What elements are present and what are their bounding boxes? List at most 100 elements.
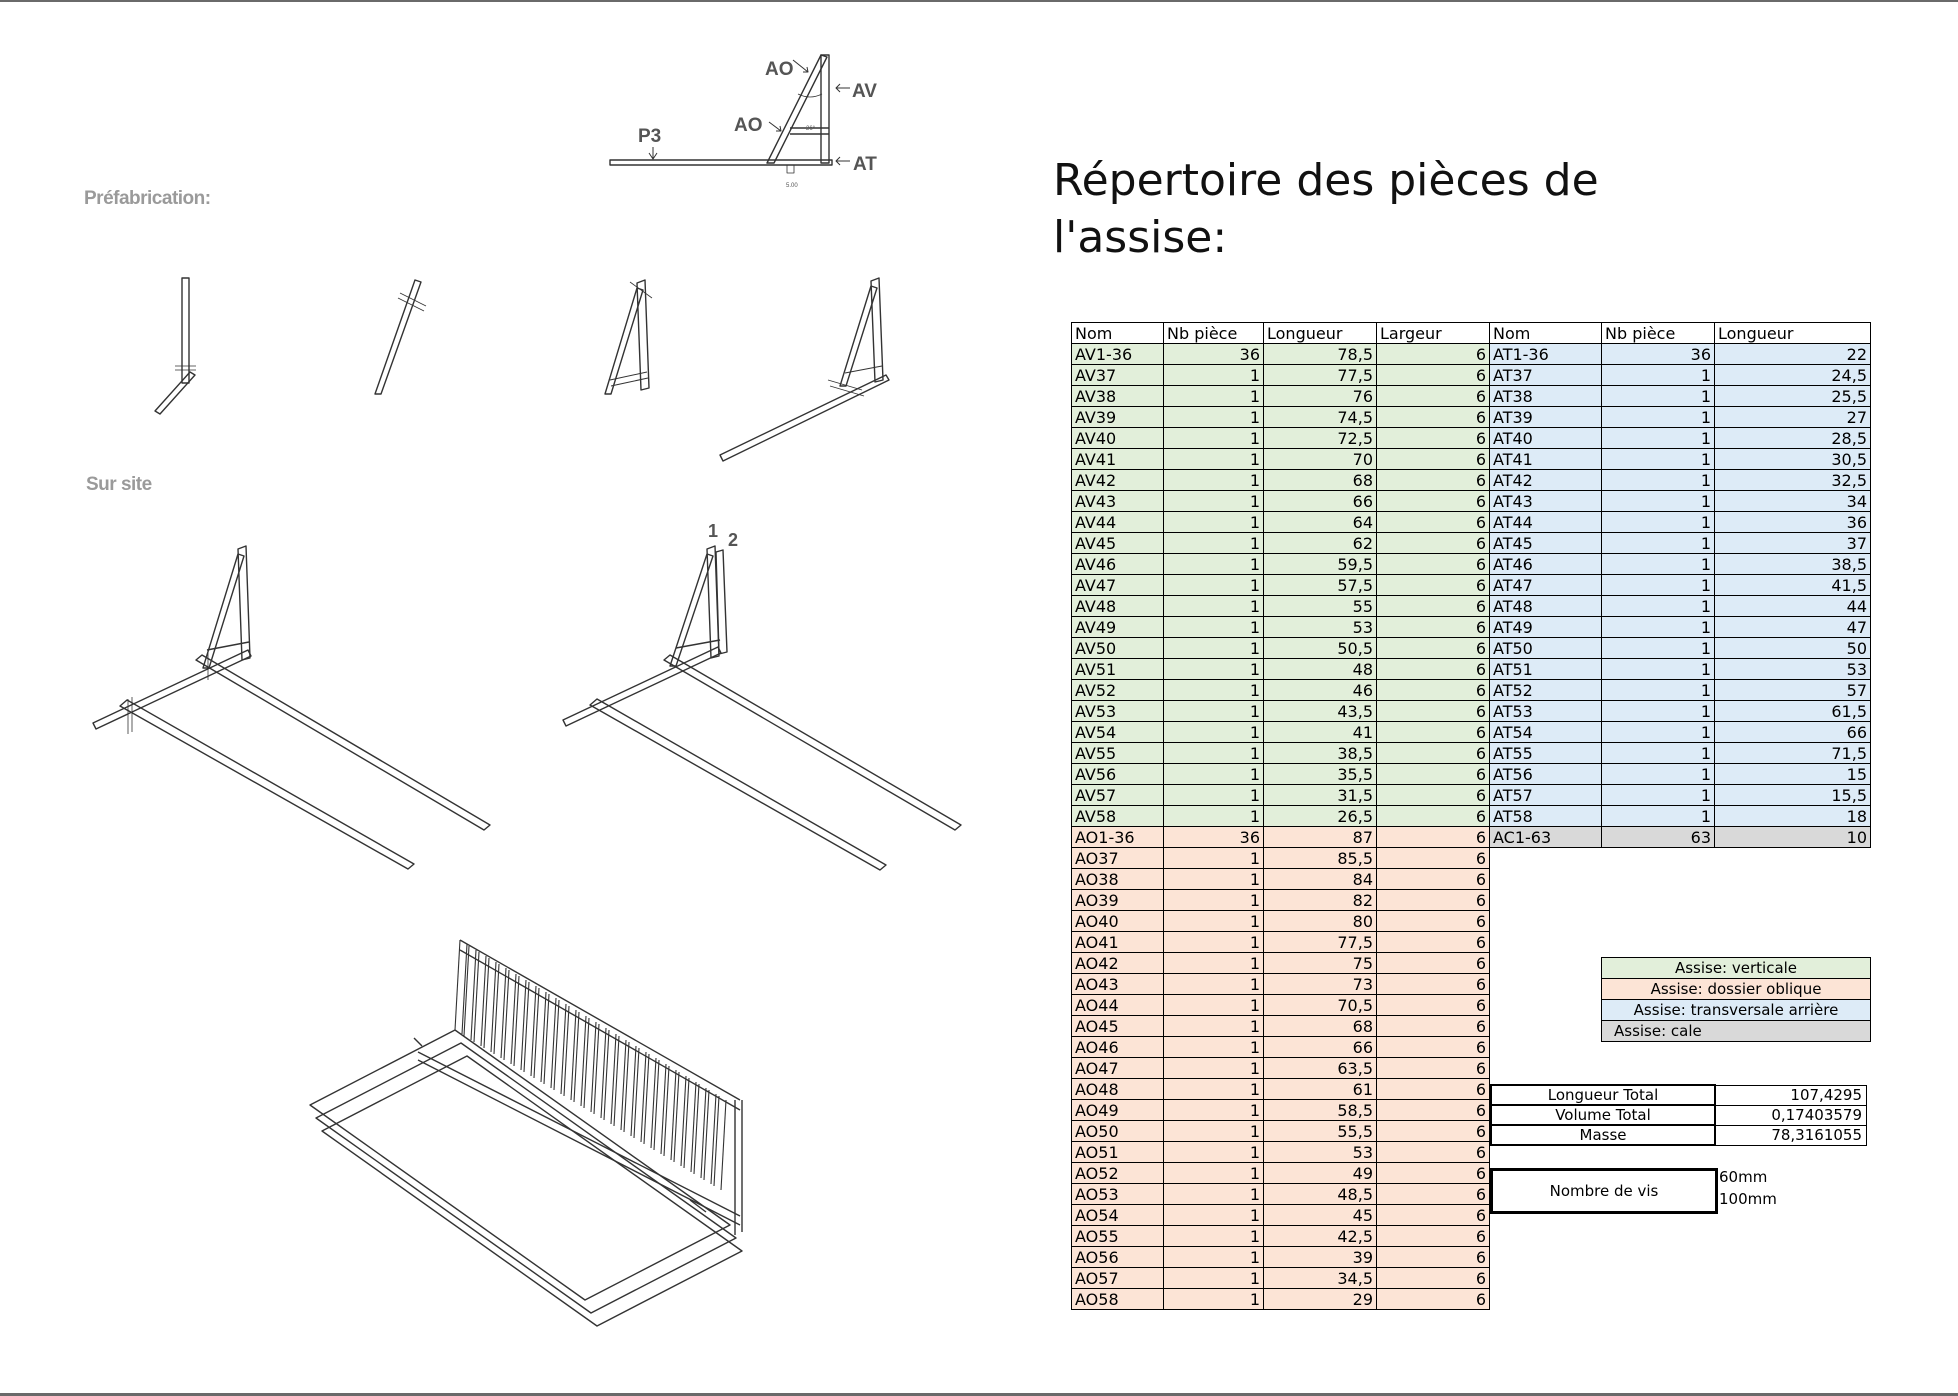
table-cell: 6 bbox=[1376, 1225, 1490, 1247]
table-cell: AT41 bbox=[1489, 448, 1602, 470]
table-cell: 46 bbox=[1263, 679, 1377, 701]
table-cell: 6 bbox=[1376, 1183, 1490, 1205]
table-cell: 59,5 bbox=[1263, 553, 1377, 575]
table-cell: AV57 bbox=[1071, 784, 1164, 806]
table-cell: AT1-36 bbox=[1489, 343, 1602, 365]
table-cell: AV44 bbox=[1071, 511, 1164, 533]
profile-diagram bbox=[609, 54, 850, 174]
table-cell: 36 bbox=[1601, 343, 1715, 365]
table-blank bbox=[1489, 931, 1871, 953]
table-cell: 6 bbox=[1376, 1015, 1490, 1037]
table-cell: 6 bbox=[1376, 910, 1490, 932]
table-cell: 53 bbox=[1263, 1141, 1377, 1163]
label-small-angle: 26° bbox=[806, 126, 816, 132]
table-cell: 1 bbox=[1163, 1204, 1264, 1226]
table-cell: 1 bbox=[1163, 1162, 1264, 1184]
table-cell: 6 bbox=[1376, 721, 1490, 743]
summary-row: Volume Total 0,17403579 bbox=[1490, 1104, 1867, 1126]
table-cell: AV39 bbox=[1071, 406, 1164, 428]
table-cell: 41,5 bbox=[1714, 574, 1871, 596]
table-cell: AV52 bbox=[1071, 679, 1164, 701]
table-cell: 6 bbox=[1376, 994, 1490, 1016]
legend-item: Assise: verticale bbox=[1601, 957, 1871, 979]
table-cell: AT47 bbox=[1489, 574, 1602, 596]
table-cell: AT52 bbox=[1489, 679, 1602, 701]
table-cell: AV46 bbox=[1071, 553, 1164, 575]
table-cell: 1 bbox=[1601, 658, 1715, 680]
column-header: Longueur bbox=[1263, 322, 1377, 344]
table-cell: 63,5 bbox=[1263, 1057, 1377, 1079]
prefab-label: Préfabrication: bbox=[84, 188, 211, 209]
table-cell: AT43 bbox=[1489, 490, 1602, 512]
table-cell: AT53 bbox=[1489, 700, 1602, 722]
table-cell: 71,5 bbox=[1714, 742, 1871, 764]
table-cell: 6 bbox=[1376, 364, 1490, 386]
table-cell: 1 bbox=[1163, 1015, 1264, 1037]
table-cell: 73 bbox=[1263, 973, 1377, 995]
onsite-label: Sur site bbox=[86, 474, 152, 495]
table-cell: 1 bbox=[1163, 1120, 1264, 1142]
table-cell: AO1-36 bbox=[1071, 826, 1164, 848]
table-blank bbox=[1489, 1288, 1871, 1310]
table-cell: 1 bbox=[1163, 700, 1264, 722]
table-cell: 6 bbox=[1376, 469, 1490, 491]
column-header: Largeur bbox=[1376, 322, 1490, 344]
table-cell: AT39 bbox=[1489, 406, 1602, 428]
table-cell: 1 bbox=[1601, 469, 1715, 491]
summary-label: Masse bbox=[1490, 1124, 1716, 1146]
table-cell: 43,5 bbox=[1263, 700, 1377, 722]
table-cell: 6 bbox=[1376, 1057, 1490, 1079]
table-cell: AV40 bbox=[1071, 427, 1164, 449]
table-cell: AO37 bbox=[1071, 847, 1164, 869]
table-cell: 42,5 bbox=[1263, 1225, 1377, 1247]
table-cell: AT46 bbox=[1489, 553, 1602, 575]
label-at: AT bbox=[853, 154, 877, 175]
table-blank bbox=[1489, 868, 1871, 890]
legend-item: Assise: cale bbox=[1601, 1020, 1871, 1042]
table-blank bbox=[1489, 1162, 1871, 1184]
table-cell: AT45 bbox=[1489, 532, 1602, 554]
table-cell: 31,5 bbox=[1263, 784, 1377, 806]
table-cell: 39 bbox=[1263, 1246, 1377, 1268]
column-header: Longueur bbox=[1714, 322, 1871, 344]
table-cell: 6 bbox=[1376, 952, 1490, 974]
table-cell: AV53 bbox=[1071, 700, 1164, 722]
table-cell: 58,5 bbox=[1263, 1099, 1377, 1121]
table-cell: 1 bbox=[1163, 679, 1264, 701]
prefab-step-4 bbox=[719, 277, 890, 462]
column-header: Nb pièce bbox=[1601, 322, 1715, 344]
table-cell: 1 bbox=[1601, 448, 1715, 470]
table-cell: AV37 bbox=[1071, 364, 1164, 386]
table-cell: AO58 bbox=[1071, 1288, 1164, 1310]
table-cell: 6 bbox=[1376, 343, 1490, 365]
table-cell: 78,5 bbox=[1263, 343, 1377, 365]
table-cell: 1 bbox=[1601, 553, 1715, 575]
table-cell: 36 bbox=[1163, 343, 1264, 365]
table-cell: 6 bbox=[1376, 1162, 1490, 1184]
table-cell: 25,5 bbox=[1714, 385, 1871, 407]
table-cell: 22 bbox=[1714, 343, 1871, 365]
legend-item: Assise: dossier oblique bbox=[1601, 978, 1871, 1000]
table-cell: 63 bbox=[1601, 826, 1715, 848]
table-cell: 1 bbox=[1163, 553, 1264, 575]
table-cell: 1 bbox=[1163, 385, 1264, 407]
table-cell: 87 bbox=[1263, 826, 1377, 848]
table-cell: AV58 bbox=[1071, 805, 1164, 827]
table-cell: AV47 bbox=[1071, 574, 1164, 596]
table-cell: 1 bbox=[1601, 784, 1715, 806]
table-cell: 1 bbox=[1601, 427, 1715, 449]
